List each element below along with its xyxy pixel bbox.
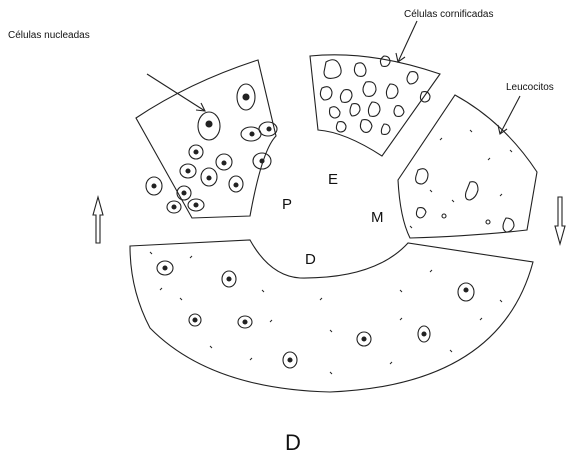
estrus-cells <box>320 56 430 135</box>
phase-proestrus-label: P <box>282 196 292 213</box>
leukocyte-dots <box>150 130 512 374</box>
arrow-up-icon <box>93 197 103 243</box>
arrow-down-icon <box>555 197 565 244</box>
diestrus-cells <box>157 261 474 368</box>
phase-estrus-label: E <box>328 171 338 188</box>
estrus-sector <box>310 55 440 156</box>
phase-diestrus-label: D <box>305 251 316 268</box>
phase-metestrus-label: M <box>371 209 384 226</box>
metestrus-sector <box>398 95 537 238</box>
nucleated-cells-label: Células nucleadas <box>8 30 90 41</box>
cornified-cells-label: Células cornificadas <box>404 9 494 20</box>
leukocytes-label: Leucocitos <box>506 82 554 93</box>
figure-caption: D <box>285 430 301 456</box>
proestrus-cells <box>146 84 277 213</box>
metestrus-cells <box>416 169 514 232</box>
cornified-pointer <box>396 21 417 62</box>
